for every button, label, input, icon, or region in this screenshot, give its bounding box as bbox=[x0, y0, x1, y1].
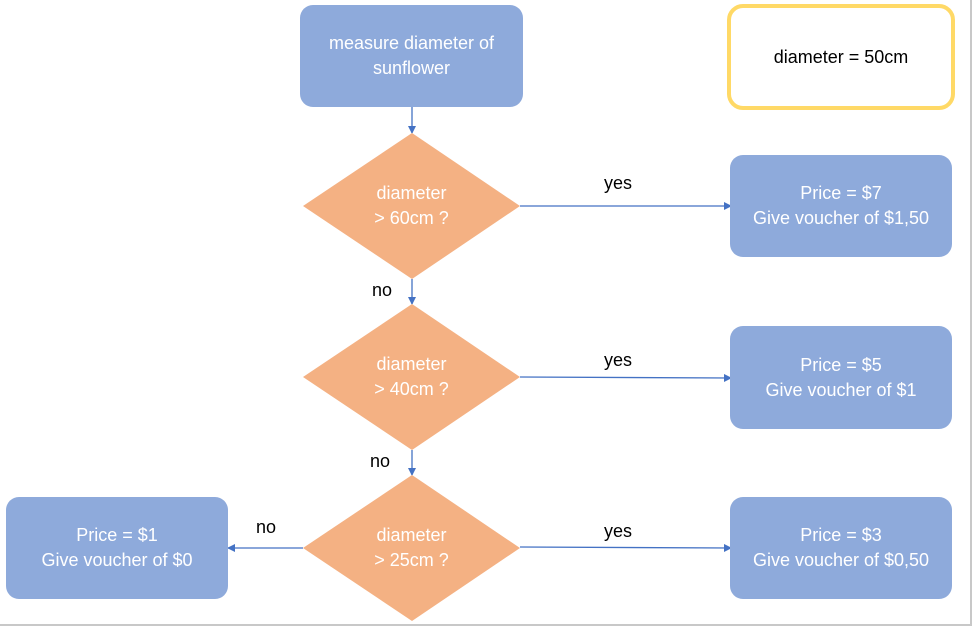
start-process-box: measure diameter of sunflower bbox=[300, 5, 523, 107]
decision-diamond-2 bbox=[303, 304, 520, 450]
start-line-2: sunflower bbox=[372, 58, 451, 78]
outcome-box-gt60: Price = $7 Give voucher of $1,50 bbox=[730, 155, 952, 257]
outcome-gt60-price: Price = $7 bbox=[800, 183, 882, 203]
decision-2-text: diameter > 40cm ? bbox=[330, 352, 493, 402]
start-line-1: measure diameter of bbox=[328, 33, 495, 53]
frame-right-border bbox=[970, 0, 972, 626]
outcome-gt40-voucher: Give voucher of $1 bbox=[765, 379, 917, 400]
arrow-decision-3-yes bbox=[519, 543, 732, 552]
diameter-note-text: diameter = 50cm bbox=[773, 46, 909, 67]
label-yes-3: yes bbox=[604, 521, 633, 541]
arrow-decision-2-yes bbox=[519, 373, 732, 382]
outcome-gt60-voucher: Give voucher of $1,50 bbox=[752, 208, 930, 228]
outcome-gt25-price: Price = $3 bbox=[800, 525, 882, 545]
diameter-note: diameter = 50cm bbox=[727, 4, 955, 110]
decision-diamond-1 bbox=[303, 133, 520, 279]
frame-bottom-border bbox=[0, 624, 972, 626]
decision-1-text: diameter > 60cm ? bbox=[330, 181, 493, 231]
outcome-box-le25: Price = $1 Give voucher of $0 bbox=[6, 497, 228, 599]
outcome-le25-voucher: Give voucher of $0 bbox=[41, 550, 193, 570]
label-no-1: no bbox=[372, 280, 393, 300]
decision-3-line-2: > 25cm ? bbox=[374, 550, 449, 570]
label-no-2: no bbox=[370, 451, 391, 471]
label-yes-2: yes bbox=[604, 350, 633, 370]
outcome-box-gt25: Price = $3 Give voucher of $0,50 bbox=[730, 497, 952, 599]
outcome-gt40-price: Price = $5 bbox=[800, 354, 882, 375]
outcome-le25-price: Price = $1 bbox=[76, 525, 158, 545]
outcome-gt25-voucher: Give voucher of $0,50 bbox=[752, 550, 930, 570]
label-yes-1: yes bbox=[604, 173, 633, 193]
decision-2-line-1: diameter bbox=[376, 354, 447, 374]
label-no-3: no bbox=[256, 517, 277, 537]
decision-1-line-2: > 60cm ? bbox=[374, 208, 449, 228]
decision-diamond-3 bbox=[303, 475, 520, 621]
decision-1-line-1: diameter bbox=[376, 183, 447, 203]
decision-3-line-1: diameter bbox=[376, 525, 447, 545]
decision-3-text: diameter > 25cm ? bbox=[330, 523, 493, 573]
decision-2-line-2: > 40cm ? bbox=[374, 379, 449, 399]
outcome-box-gt40: Price = $5 Give voucher of $1 bbox=[730, 326, 952, 429]
